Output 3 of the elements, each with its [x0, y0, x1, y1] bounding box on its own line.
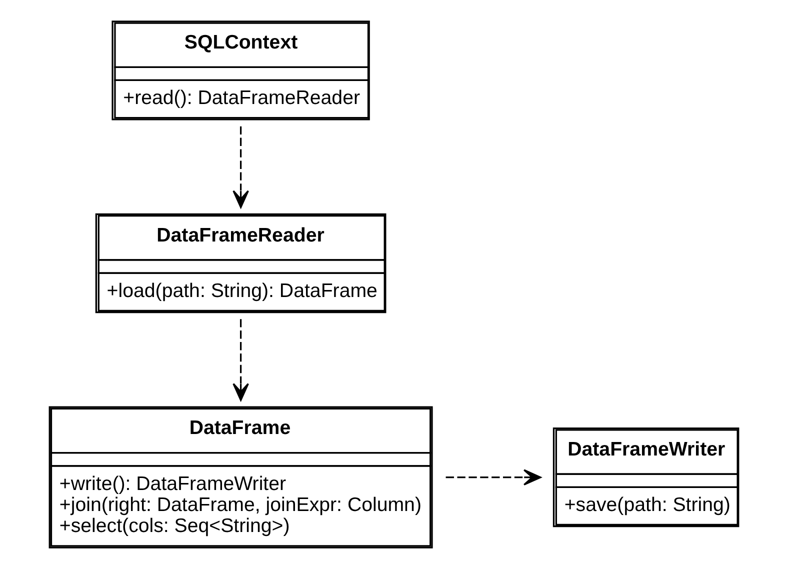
arrow	[232, 126, 248, 208]
arrow	[445, 469, 541, 486]
arrow	[232, 319, 248, 401]
